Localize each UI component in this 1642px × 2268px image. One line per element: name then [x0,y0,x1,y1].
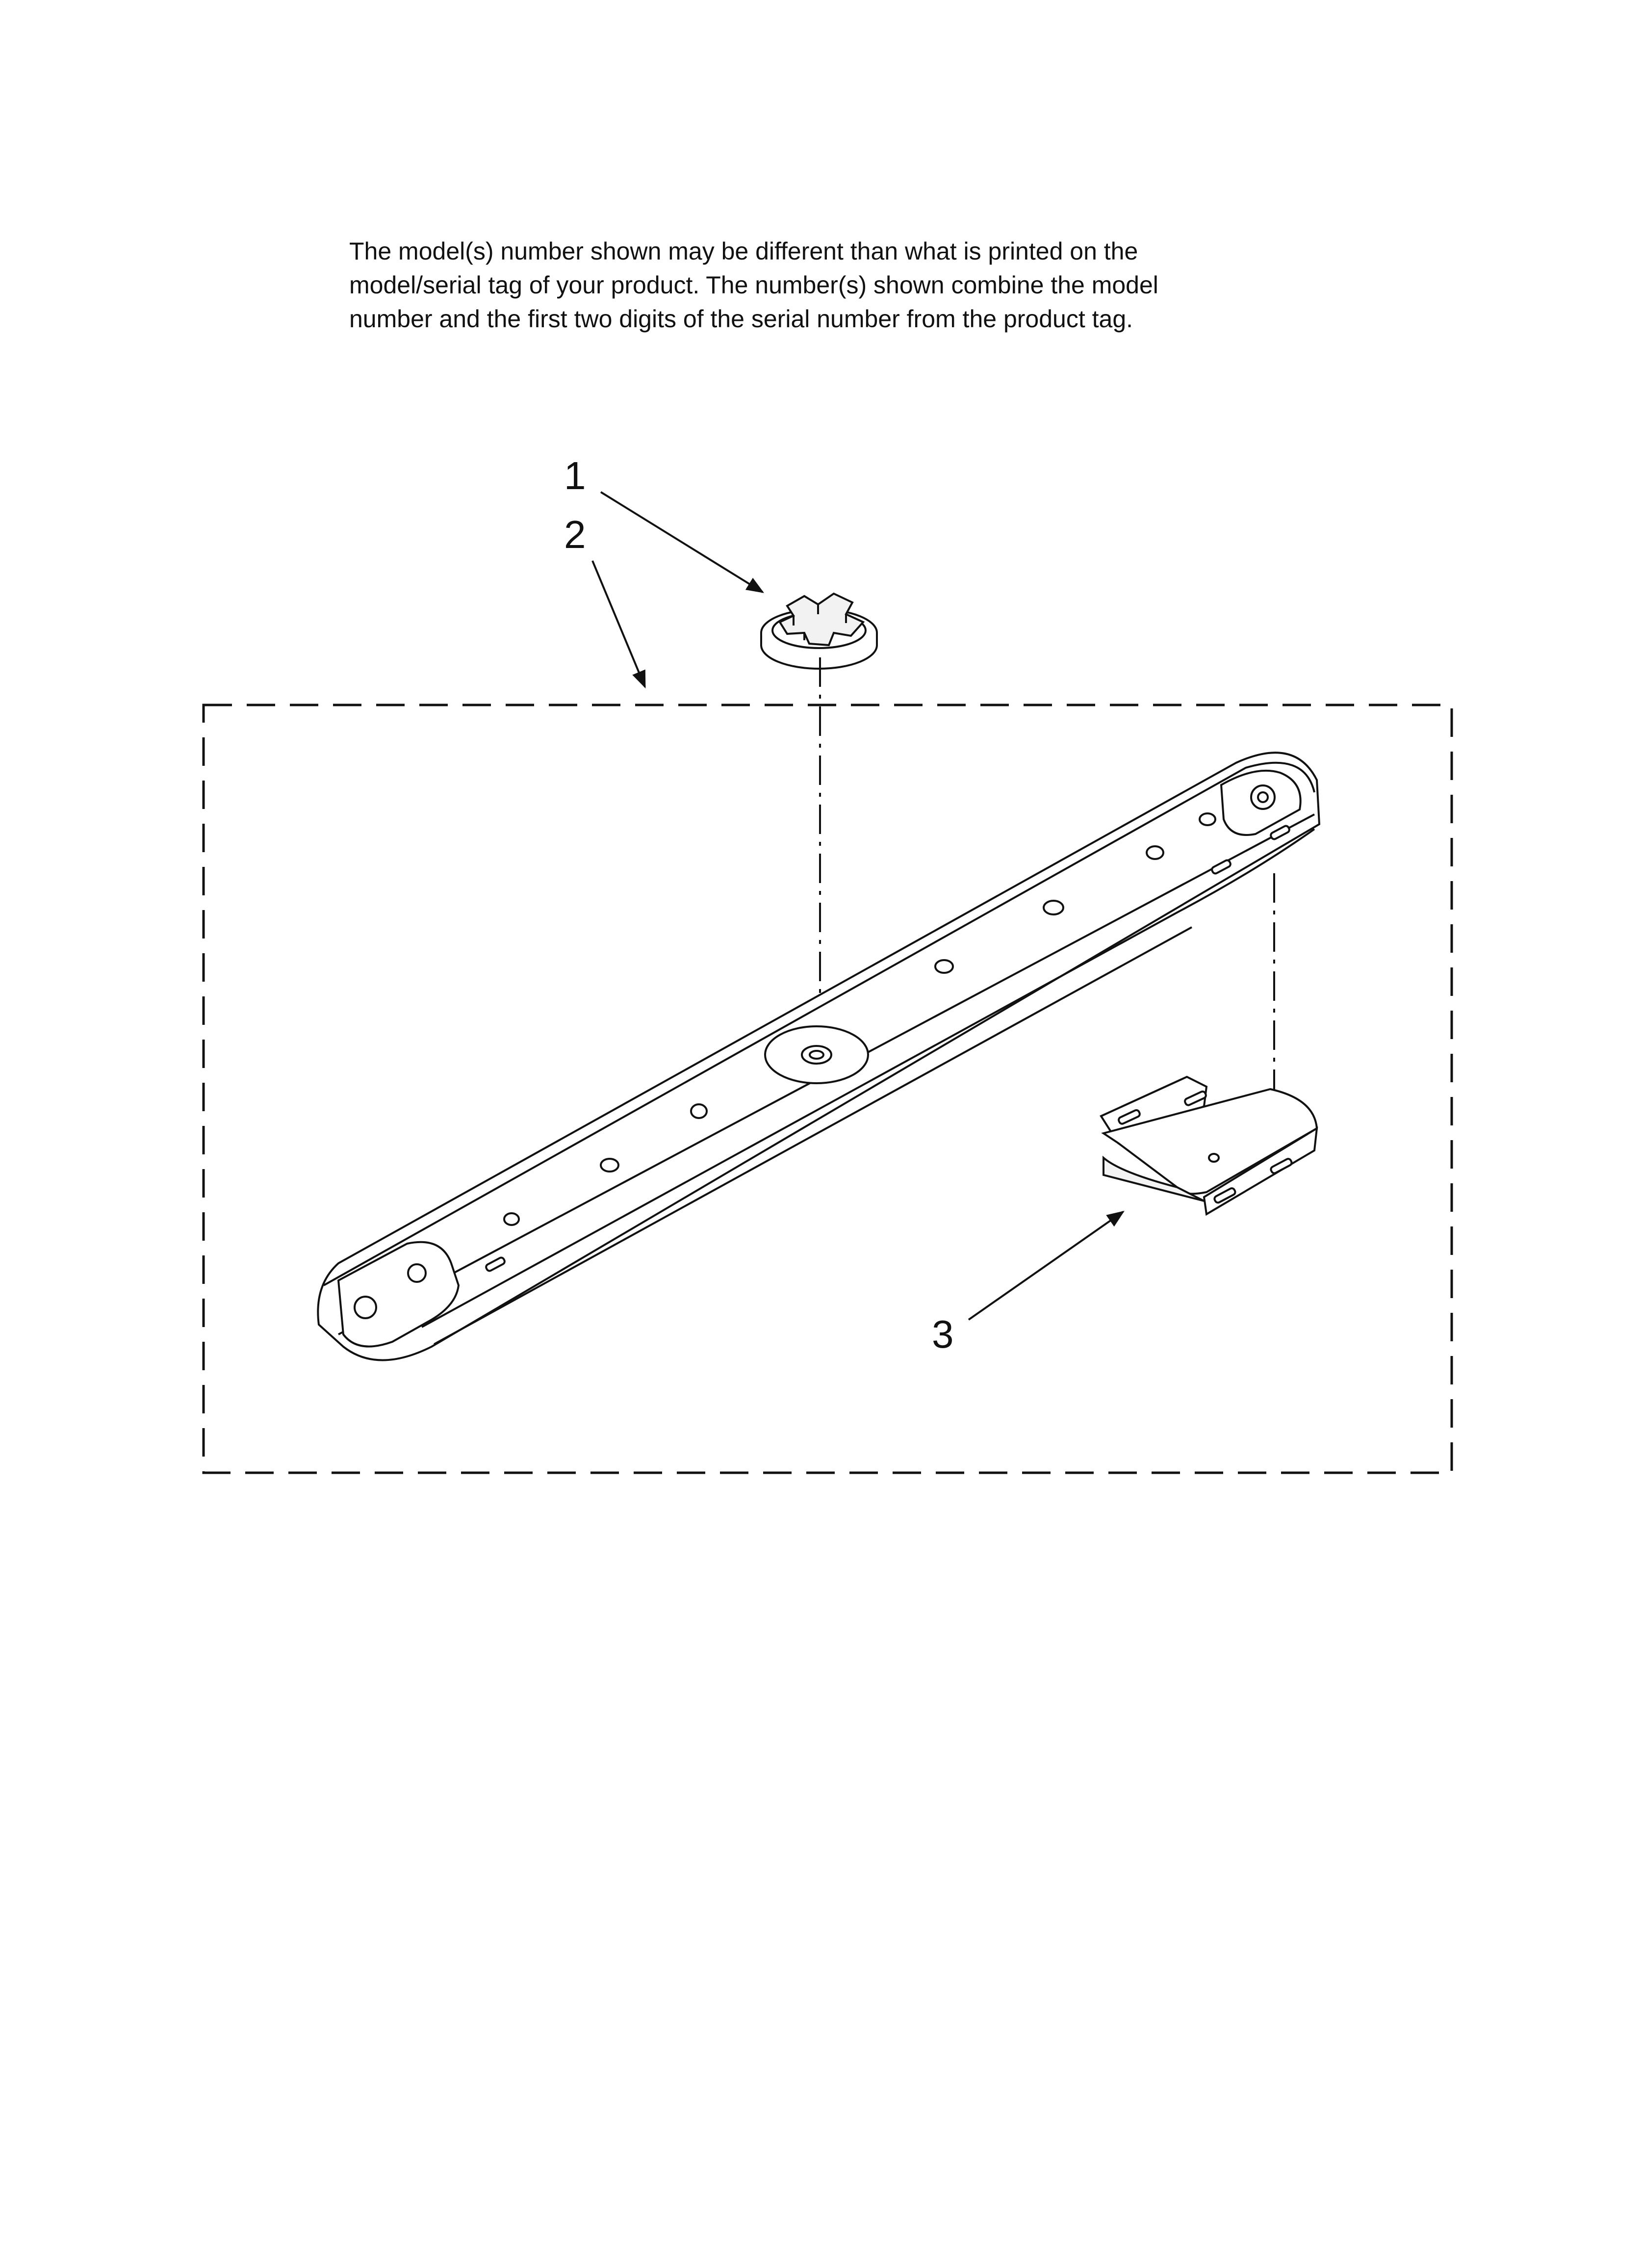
part-2-spray-arm [317,752,1321,1361]
part-3-bracket [1100,1075,1318,1216]
callout-3-label: 3 [932,1312,954,1356]
leader-line-2 [591,560,646,689]
callout-1-label: 1 [564,454,586,497]
assembly-boundary-dashed-box [202,704,1453,1474]
model-number-note: The model(s) number shown may be differe… [349,235,1379,336]
callout-2-label: 2 [564,513,586,556]
note-line-2: model/serial tag of your product. The nu… [349,271,1158,299]
part-1-hub-nut [760,592,878,670]
leader-line-3 [968,1210,1125,1321]
note-line-3: number and the first two digits of the s… [349,305,1133,333]
note-line-1: The model(s) number shown may be differe… [349,237,1138,265]
leader-line-1 [600,491,765,593]
